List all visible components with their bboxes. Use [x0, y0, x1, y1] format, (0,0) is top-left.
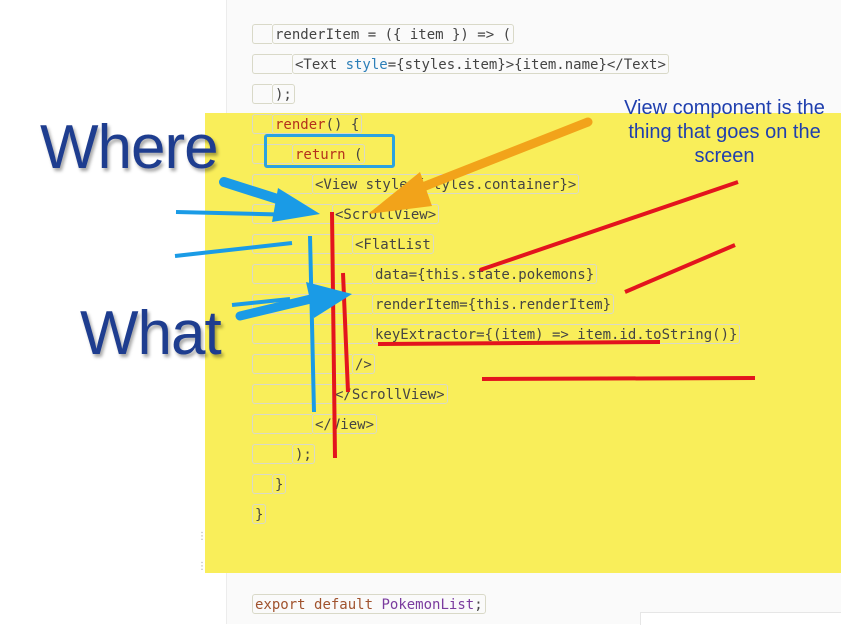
render-highlight-box	[264, 134, 395, 168]
code-text: />	[352, 354, 375, 374]
code-text: }	[252, 504, 267, 524]
code-token: renderItem={this.renderItem}	[375, 297, 612, 313]
export-line[interactable]: export default PokemonList;	[252, 594, 486, 614]
drag-handle-icon[interactable]: ⋮	[197, 561, 207, 572]
code-token: data={this.state.pokemons}	[375, 267, 595, 283]
code-token: }	[255, 507, 264, 523]
code-line[interactable]: );	[252, 444, 315, 464]
code-token: </ScrollView>	[335, 387, 445, 403]
code-text: return (	[292, 144, 366, 164]
blue-arrow-where	[219, 177, 320, 222]
blue-marker-line	[231, 297, 291, 307]
code-token: keyExtractor={(item) => item.id.toString…	[375, 327, 738, 343]
code-token: />	[355, 357, 372, 373]
indent-guide	[252, 144, 292, 164]
code-token: <FlatList	[355, 237, 431, 253]
code-text: renderItem={this.renderItem}	[372, 294, 615, 314]
indent-guide	[252, 84, 272, 104]
where-label: Where	[40, 113, 219, 182]
blue-arrow-what	[235, 282, 352, 321]
code-token: style	[345, 57, 388, 73]
indent-guide	[252, 384, 332, 404]
code-token: (	[345, 147, 363, 163]
code-text: data={this.state.pokemons}	[372, 264, 598, 284]
indent-guide	[252, 24, 272, 44]
code-token: return	[295, 147, 346, 163]
indent-guide	[252, 444, 292, 464]
code-line[interactable]: }	[252, 474, 287, 494]
code-line[interactable]: return (	[252, 144, 366, 164]
code-text: );	[272, 84, 295, 104]
code-line[interactable]: }	[252, 504, 267, 524]
indent-guide	[252, 234, 352, 254]
code-text: <FlatList	[352, 234, 434, 254]
blue-marker-line	[308, 235, 316, 413]
code-text: </View>	[312, 414, 378, 434]
code-line[interactable]: render() {	[252, 114, 363, 134]
code-token: render	[275, 117, 326, 133]
indent-guide	[252, 474, 272, 494]
code-text: renderItem = ({ item }) => (	[272, 24, 515, 44]
code-token: () {	[325, 117, 360, 133]
indent-guide	[252, 114, 272, 134]
red-marker-line	[624, 243, 736, 294]
red-marker-line	[341, 272, 350, 393]
red-marker-line	[481, 376, 756, 381]
code-text: keyExtractor={(item) => item.id.toString…	[372, 324, 741, 344]
code-text: );	[292, 444, 315, 464]
code-token: renderItem = ({ item }) => (	[275, 27, 512, 43]
code-token: </View>	[315, 417, 375, 433]
code-line[interactable]: <Text style={styles.item}>{item.name}</T…	[252, 54, 669, 74]
code-token: );	[295, 447, 312, 463]
indent-guide	[252, 414, 312, 434]
red-marker-line	[330, 211, 337, 459]
red-marker-line	[479, 180, 739, 272]
code-text: <Text style={styles.item}>{item.name}</T…	[292, 54, 669, 74]
code-token: ;	[474, 597, 483, 613]
indent-guide	[252, 354, 352, 374]
code-token: <ScrollView>	[335, 207, 437, 223]
red-marker-line	[377, 340, 661, 346]
code-text: export default PokemonList;	[252, 594, 486, 614]
code-line[interactable]: </View>	[252, 414, 378, 434]
code-token: );	[275, 87, 292, 103]
blue-marker-line	[174, 241, 293, 258]
code-text: render() {	[272, 114, 363, 134]
code-token: <Text	[295, 57, 346, 73]
code-token: ={styles.item}>{item.name}</Text>	[387, 57, 666, 73]
drag-handle-icon[interactable]: ⋮	[197, 531, 207, 542]
code-token: }	[275, 477, 284, 493]
code-line[interactable]: <FlatList	[252, 234, 434, 254]
code-token: export	[255, 597, 306, 613]
what-label: What	[80, 299, 222, 368]
code-text: }	[272, 474, 287, 494]
code-line[interactable]: />	[252, 354, 375, 374]
code-token: default	[314, 597, 374, 613]
code-token: PokemonList	[381, 597, 475, 613]
side-panel-edge	[640, 612, 841, 625]
indent-guide	[252, 54, 292, 74]
code-line[interactable]: );	[252, 84, 295, 104]
code-line[interactable]: renderItem = ({ item }) => (	[252, 24, 515, 44]
note-text: View component is the thing that goes on…	[624, 97, 825, 167]
orange-arrow	[368, 117, 593, 214]
